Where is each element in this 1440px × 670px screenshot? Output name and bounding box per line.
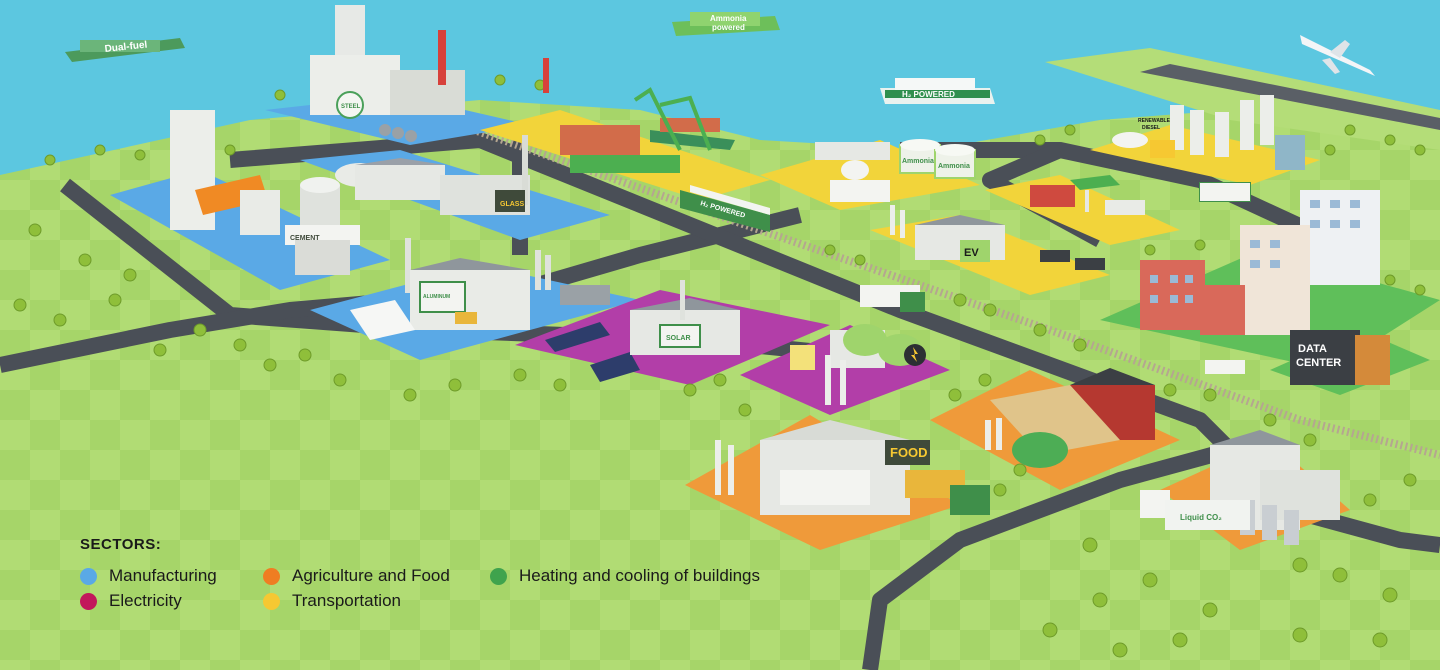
- legend-label: Manufacturing: [109, 566, 217, 585]
- legend-item-electricity: Electricity: [80, 591, 182, 611]
- manufacturing-dot-icon: [80, 567, 97, 585]
- railway: [438, 114, 1440, 459]
- label-data-center-2: CENTER: [1296, 357, 1341, 369]
- legend-item-manufacturing: Manufacturing: [80, 566, 217, 586]
- port-cranes: [560, 87, 712, 173]
- legend-label: Heating and cooling of buildings: [519, 566, 761, 585]
- ev-station: [860, 205, 1105, 312]
- label-renewable-2: DIESEL: [1142, 125, 1160, 131]
- label-ammonia-1: Ammonia: [902, 158, 934, 165]
- label-liquid-co2: Liquid CO₂: [1180, 513, 1222, 522]
- electricity-dot-icon: [80, 592, 97, 610]
- ship-label-h2: H₂ POWERED: [902, 90, 955, 99]
- city-buildings: [1140, 190, 1390, 385]
- farm: [985, 368, 1155, 468]
- label-ev: EV: [964, 247, 979, 259]
- heating-cooling-dot-icon: [490, 567, 507, 585]
- runway: [1140, 64, 1440, 130]
- legend-item-transportation: Transportation: [263, 591, 401, 611]
- bus: [1200, 183, 1250, 201]
- ship-label-ammonia-2: powered: [712, 23, 745, 32]
- cement-plant: [170, 110, 360, 275]
- label-data-center-1: DATA: [1298, 343, 1327, 355]
- label-steel: STEEL: [341, 104, 361, 110]
- zone-ammonia: [760, 140, 980, 210]
- aluminum-plant: [350, 238, 610, 340]
- refinery: [1112, 95, 1305, 202]
- label-cement: CEMENT: [290, 235, 320, 242]
- fuel-station: [1030, 175, 1145, 215]
- airport-peninsula: [1045, 48, 1440, 150]
- legend-item-heating-cooling: Heating and cooling of buildings: [490, 566, 760, 586]
- airplane: [1300, 35, 1375, 76]
- legend-label: Transportation: [292, 591, 401, 610]
- ship-ammonia: [672, 12, 780, 36]
- ship-label-dual-fuel: Dual-fuel: [104, 40, 148, 55]
- ammonia-terminal: [815, 139, 976, 202]
- solar-plant: [545, 280, 740, 382]
- power-plant: [790, 324, 926, 405]
- label-solar: SOLAR: [666, 335, 691, 342]
- label-renewable-1: RENEWABLE: [1138, 118, 1171, 124]
- label-ammonia-2: Ammonia: [938, 163, 970, 170]
- h2-train: [680, 185, 770, 232]
- legend-item-agriculture: Agriculture and Food: [263, 566, 450, 586]
- label-glass: GLASS: [500, 201, 524, 208]
- agriculture-dot-icon: [263, 567, 280, 585]
- legend-label: Agriculture and Food: [292, 566, 450, 585]
- trees: [13, 74, 1426, 658]
- ship-label-ammonia-1: Ammonia: [710, 14, 747, 23]
- food-plant: [715, 420, 990, 515]
- legend-title: SECTORS:: [80, 536, 162, 553]
- label-aluminum: ALUMINUM: [423, 294, 450, 300]
- sectors-legend: SECTORS: Manufacturing Electricity Agric…: [80, 536, 840, 616]
- label-food: FOOD: [890, 445, 928, 460]
- transportation-dot-icon: [263, 592, 280, 610]
- ship-dual-fuel: [65, 38, 185, 62]
- co2-plant: [1140, 430, 1340, 545]
- steel-plant: [310, 5, 549, 142]
- legend-label: Electricity: [109, 591, 182, 610]
- glass-plant: [335, 135, 530, 215]
- ship-h2-ferry: [880, 78, 995, 104]
